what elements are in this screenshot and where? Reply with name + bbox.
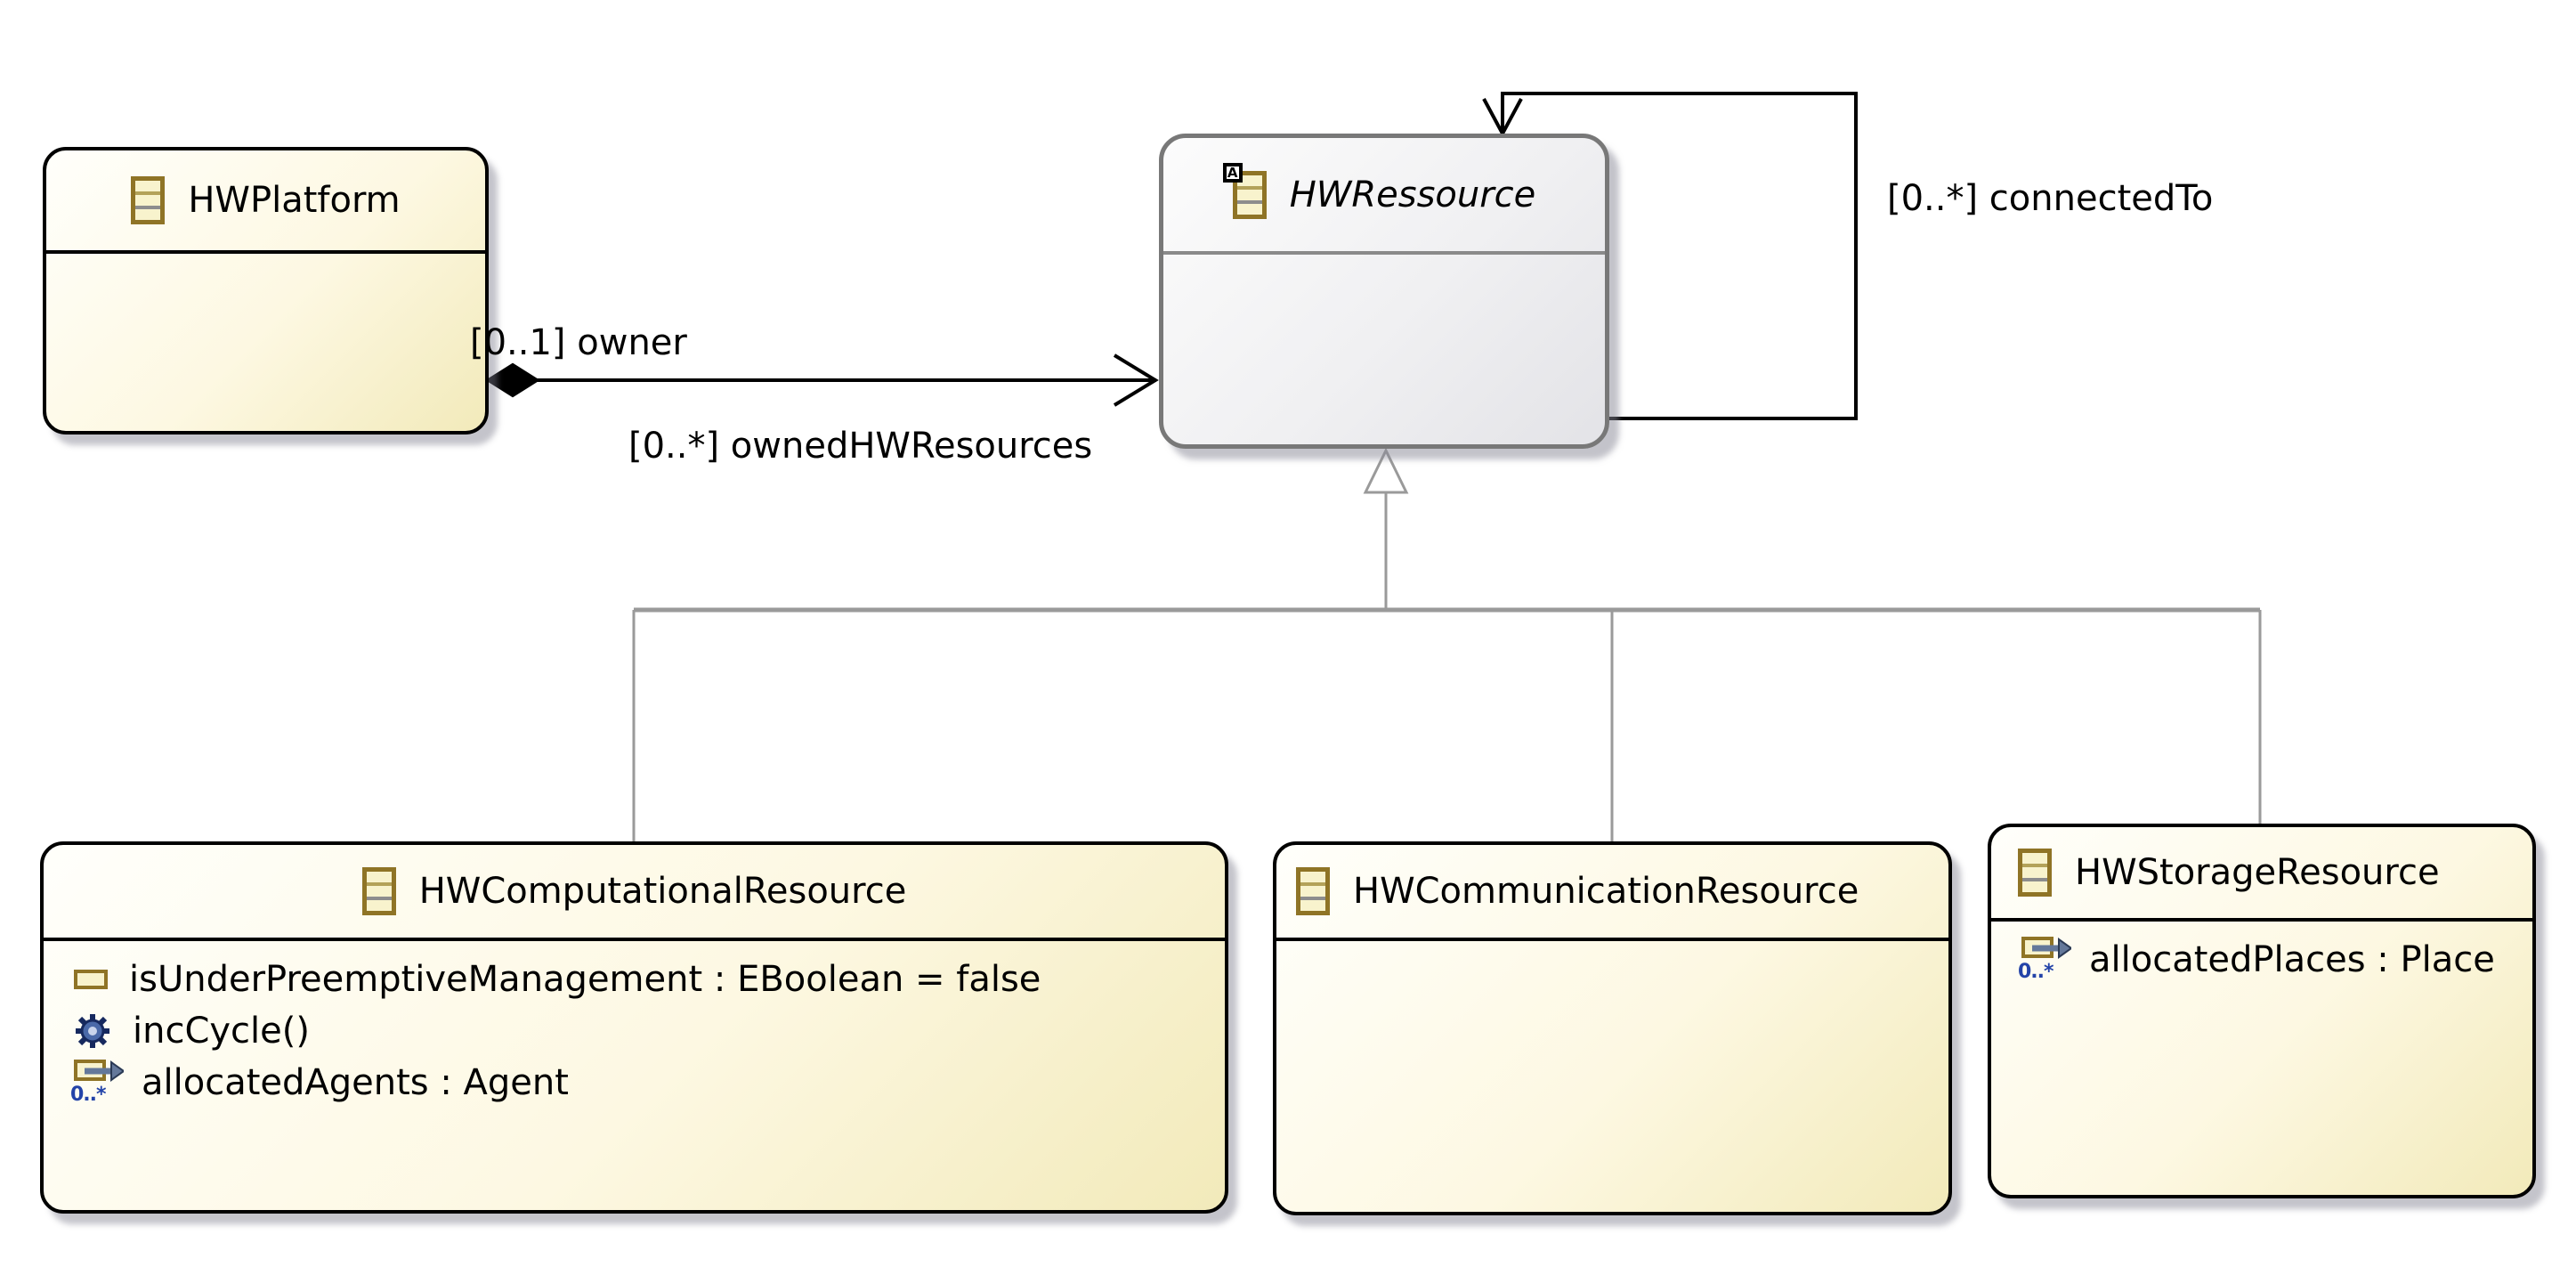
filled-diamond-icon xyxy=(485,362,540,398)
edge-label-owner[interactable]: [0..1] owner xyxy=(470,322,687,363)
operation-icon xyxy=(76,1014,109,1048)
class-header: HWCommunicationResource xyxy=(1276,845,1948,941)
member-row-reference[interactable]: 0..* allocatedPlaces : Place xyxy=(1991,934,2532,986)
class-icon: A xyxy=(1222,162,1267,219)
reference-arrow-icon xyxy=(2032,938,2071,959)
class-icon xyxy=(1296,867,1330,915)
class-title: HWStorageResource xyxy=(2075,852,2440,893)
class-header: A HWRessource xyxy=(1163,138,1605,255)
class-title: HWCommunicationResource xyxy=(1353,871,1859,912)
member-row-operation[interactable]: incCycle() xyxy=(44,1005,1225,1057)
class-hwressource[interactable]: A HWRessource xyxy=(1159,134,1609,449)
member-text: allocatedPlaces : Place xyxy=(2089,939,2495,980)
class-header: HWComputationalResource xyxy=(44,845,1225,941)
class-title: HWRessource xyxy=(1289,174,1536,215)
member-text: incCycle() xyxy=(133,1011,310,1052)
member-text: isUnderPreemptiveManagement : EBoolean =… xyxy=(129,959,1041,1000)
class-icon xyxy=(361,867,396,915)
abstract-marker-icon: A xyxy=(1222,162,1243,183)
reference-arrow-icon xyxy=(85,1060,124,1082)
generalization-edges[interactable] xyxy=(632,447,2262,841)
member-row-attribute[interactable]: isUnderPreemptiveManagement : EBoolean =… xyxy=(44,954,1225,1005)
reference-multiplicity-badge: 0..* xyxy=(2018,961,2054,983)
class-hwplatform[interactable]: HWPlatform xyxy=(43,147,489,435)
edge-label-connectedto[interactable]: [0..*] connectedTo xyxy=(1887,178,2214,219)
reference-multiplicity-badge: 0..* xyxy=(70,1084,107,1106)
composition-edge[interactable] xyxy=(485,353,1159,407)
class-hwstorageresource[interactable]: HWStorageResource 0..* allocatedPlaces :… xyxy=(1988,824,2536,1198)
open-arrow-icon xyxy=(1113,353,1159,407)
class-header: HWPlatform xyxy=(46,150,485,254)
class-hwcomputationalresource[interactable]: HWComputationalResource isUnderPreemptiv… xyxy=(40,841,1228,1214)
self-association-line xyxy=(1501,92,1858,420)
member-text: allocatedAgents : Agent xyxy=(142,1062,569,1103)
attribute-icon xyxy=(74,970,108,989)
edge-label-ownedhwresources[interactable]: [0..*] ownedHWResources xyxy=(628,426,1093,467)
class-title: HWPlatform xyxy=(188,180,401,221)
reference-icon: 0..* xyxy=(70,1058,124,1108)
member-row-reference[interactable]: 0..* allocatedAgents : Agent xyxy=(44,1057,1225,1109)
hollow-triangle-icon xyxy=(1363,447,1409,494)
class-body: 0..* allocatedPlaces : Place xyxy=(1991,922,2532,986)
class-header: HWStorageResource xyxy=(1991,827,2532,922)
class-icon xyxy=(2018,849,2052,897)
class-icon xyxy=(131,176,166,224)
class-hwcommunicationresource[interactable]: HWCommunicationResource xyxy=(1273,841,1952,1215)
class-body: isUnderPreemptiveManagement : EBoolean =… xyxy=(44,941,1225,1109)
reference-icon: 0..* xyxy=(2018,935,2071,985)
class-title: HWComputationalResource xyxy=(418,871,907,912)
